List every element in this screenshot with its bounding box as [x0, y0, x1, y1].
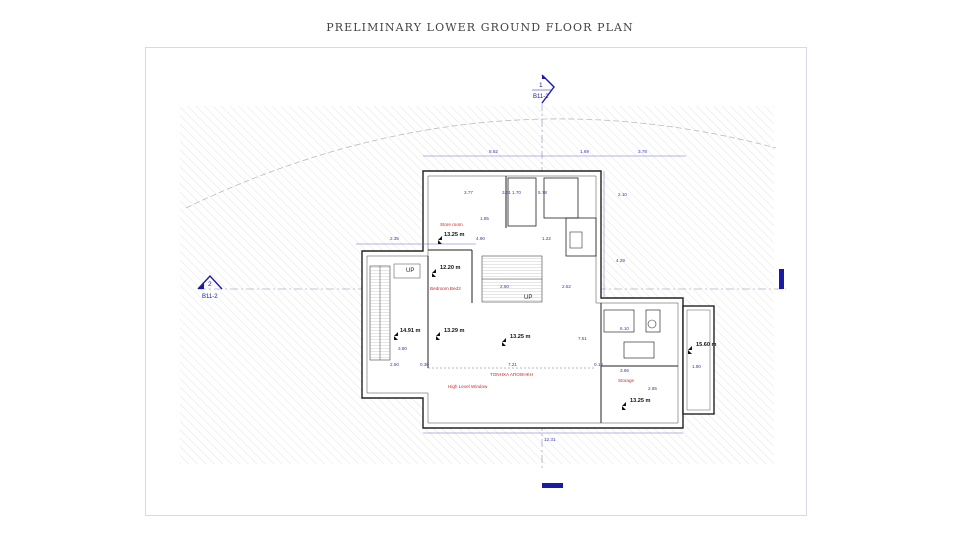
building [361, 170, 715, 429]
dimension-values: 8.62 1.69 3.78 3.77 1.70 5.78 2.35 4.90 … [390, 149, 701, 442]
dimension-value: 8.62 [489, 149, 498, 154]
dimension-value: 2.52 [562, 284, 571, 289]
area-tag: 12.20 m [432, 265, 461, 277]
svg-text:13.25 m: 13.25 m [444, 232, 465, 238]
svg-text:13.25 m: 13.25 m [630, 398, 651, 404]
room-label-store: Store room [440, 222, 463, 227]
dimension-value: 4.90 [476, 236, 485, 241]
room-label-storage: Storage [618, 378, 635, 383]
area-tag: 13.25 m [502, 334, 531, 346]
room-labels: Store room Bedroom Bed3 ΤΟΝΗΧΑ ΑΠΟΘΗΚΗ S… [430, 222, 635, 389]
dimension-value: 1.85 [480, 216, 489, 221]
dimension-value: 3.61 [502, 190, 511, 195]
dimension-value: 2.10 [618, 192, 627, 197]
dimension-value: 2.85 [648, 386, 657, 391]
dimension-value: 7.21 [508, 362, 517, 367]
section-marker-number: 2 [208, 281, 212, 288]
drawing-frame: 8.62 1.69 3.78 3.77 1.70 5.78 2.35 4.90 … [145, 47, 807, 516]
section-marker-number: 1 [539, 82, 543, 89]
dimension-value: 6.10 [620, 326, 629, 331]
section-marker-ref: B11-2 [202, 294, 218, 300]
dimension-value: 4.29 [616, 258, 625, 263]
dimension-value: 1.80 [692, 364, 701, 369]
dimension-value: 1.22 [542, 236, 551, 241]
svg-text:12.20 m: 12.20 m [440, 265, 461, 271]
room-label-window: High Level Window [448, 384, 488, 389]
area-tag: 13.25 m [622, 398, 651, 410]
dimension-value: 2.35 [390, 236, 399, 241]
floor-plan-drawing: 8.62 1.69 3.78 3.77 1.70 5.78 2.35 4.90 … [180, 74, 786, 488]
section-marker-top: 1 B11-2 [532, 74, 555, 104]
area-tag: 13.25 m [438, 232, 465, 244]
dimension-value: 3.77 [464, 190, 473, 195]
room-label-bedroom: Bedroom Bed3 [430, 286, 461, 291]
dimension-value: 0.30 [420, 362, 429, 367]
room-label-main: ΤΟΝΗΧΑ ΑΠΟΘΗΚΗ [490, 372, 533, 377]
area-tags: 13.25 m 12.20 m 13.25 m 13.25 m 14.91 m … [394, 232, 717, 410]
stair-up-label: UP [524, 295, 532, 301]
section-marker-left: 2 B11-2 [197, 274, 223, 300]
site-boundary [185, 118, 777, 209]
stair-up-label: UP [406, 268, 414, 274]
svg-text:13.25 m: 13.25 m [510, 334, 531, 340]
dimension-value: 1.70 [512, 190, 521, 195]
area-tag: 15.60 m [688, 342, 717, 354]
dimension-lines [356, 155, 686, 434]
dimension-value: 7.51 [578, 336, 587, 341]
svg-text:15.60 m: 15.60 m [696, 342, 717, 348]
dimension-value: 3.66 [620, 368, 629, 373]
area-tag: 14.91 m [394, 328, 421, 340]
section-marker-right [779, 269, 784, 289]
dimension-value: 2.50 [390, 362, 399, 367]
dimension-value: 12.31 [544, 437, 556, 442]
dimension-value: 1.69 [580, 149, 589, 154]
svg-text:14.91 m: 14.91 m [400, 328, 421, 334]
section-marker-ref: B11-2 [533, 94, 549, 100]
page-title: PRELIMINARY LOWER GROUND FLOOR PLAN [326, 21, 634, 34]
dimension-value: 2.50 [500, 284, 509, 289]
area-tag: 13.29 m [436, 328, 465, 340]
dimension-value: 3.78 [638, 149, 647, 154]
dimension-value: 3.80 [398, 346, 407, 351]
dimension-value: 5.78 [538, 190, 547, 195]
dimension-value: 0.18 [594, 362, 603, 367]
svg-text:13.29 m: 13.29 m [444, 328, 465, 334]
section-marker-bottom [542, 483, 563, 488]
